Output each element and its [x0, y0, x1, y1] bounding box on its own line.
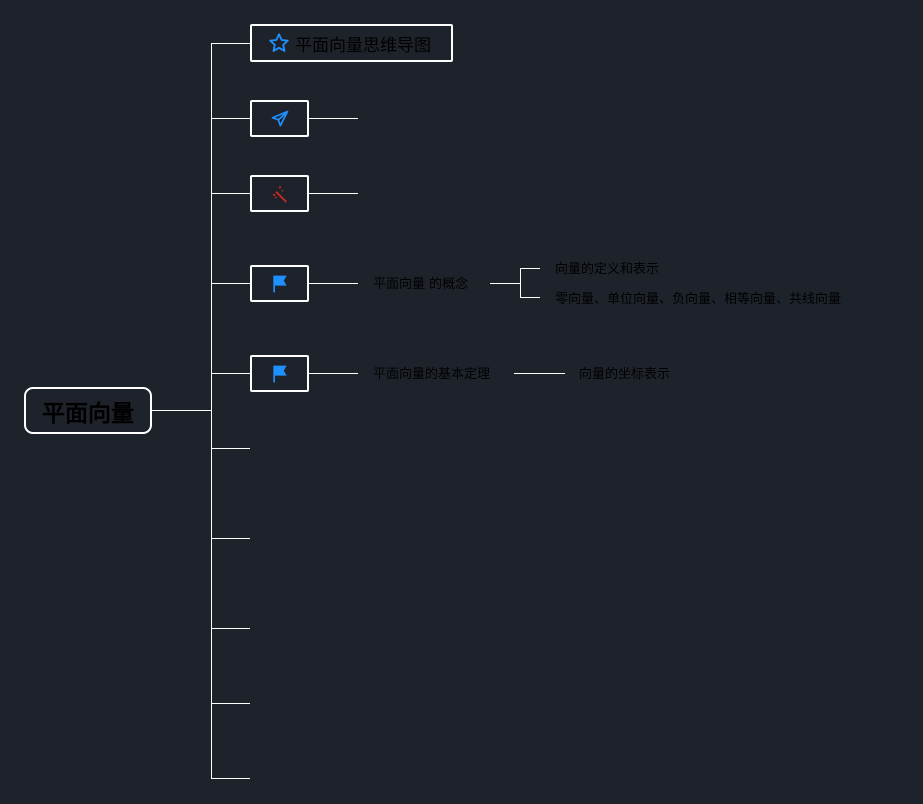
icon-node-magic-wand[interactable] [250, 175, 309, 212]
concept-child-1[interactable]: 向量的定义和表示 [555, 262, 660, 277]
title-node-label: 平面向量思维导图 [295, 35, 431, 56]
magic-wand-icon [272, 185, 287, 202]
paper-plane-icon [271, 110, 288, 126]
icon-node-paper-plane[interactable] [250, 100, 309, 137]
concept-child-2[interactable]: 零向量、单位向量、负向量、相等向量、共线向量 [555, 292, 842, 307]
title-node[interactable]: 平面向量思维导图 [250, 24, 453, 62]
icon-node-flag-2[interactable] [250, 355, 309, 392]
concept-label[interactable]: 平面向量 的概念 [373, 277, 469, 292]
theorem-child-1[interactable]: 向量的坐标表示 [579, 367, 671, 382]
flag-icon [272, 275, 287, 292]
theorem-label[interactable]: 平面向量的基本定理 [373, 367, 491, 382]
icon-node-flag-1[interactable] [250, 265, 309, 302]
root-node[interactable]: 平面向量 [24, 387, 152, 434]
root-label: 平面向量 [42, 400, 134, 427]
flag-icon [272, 365, 287, 382]
star-icon [269, 33, 289, 52]
